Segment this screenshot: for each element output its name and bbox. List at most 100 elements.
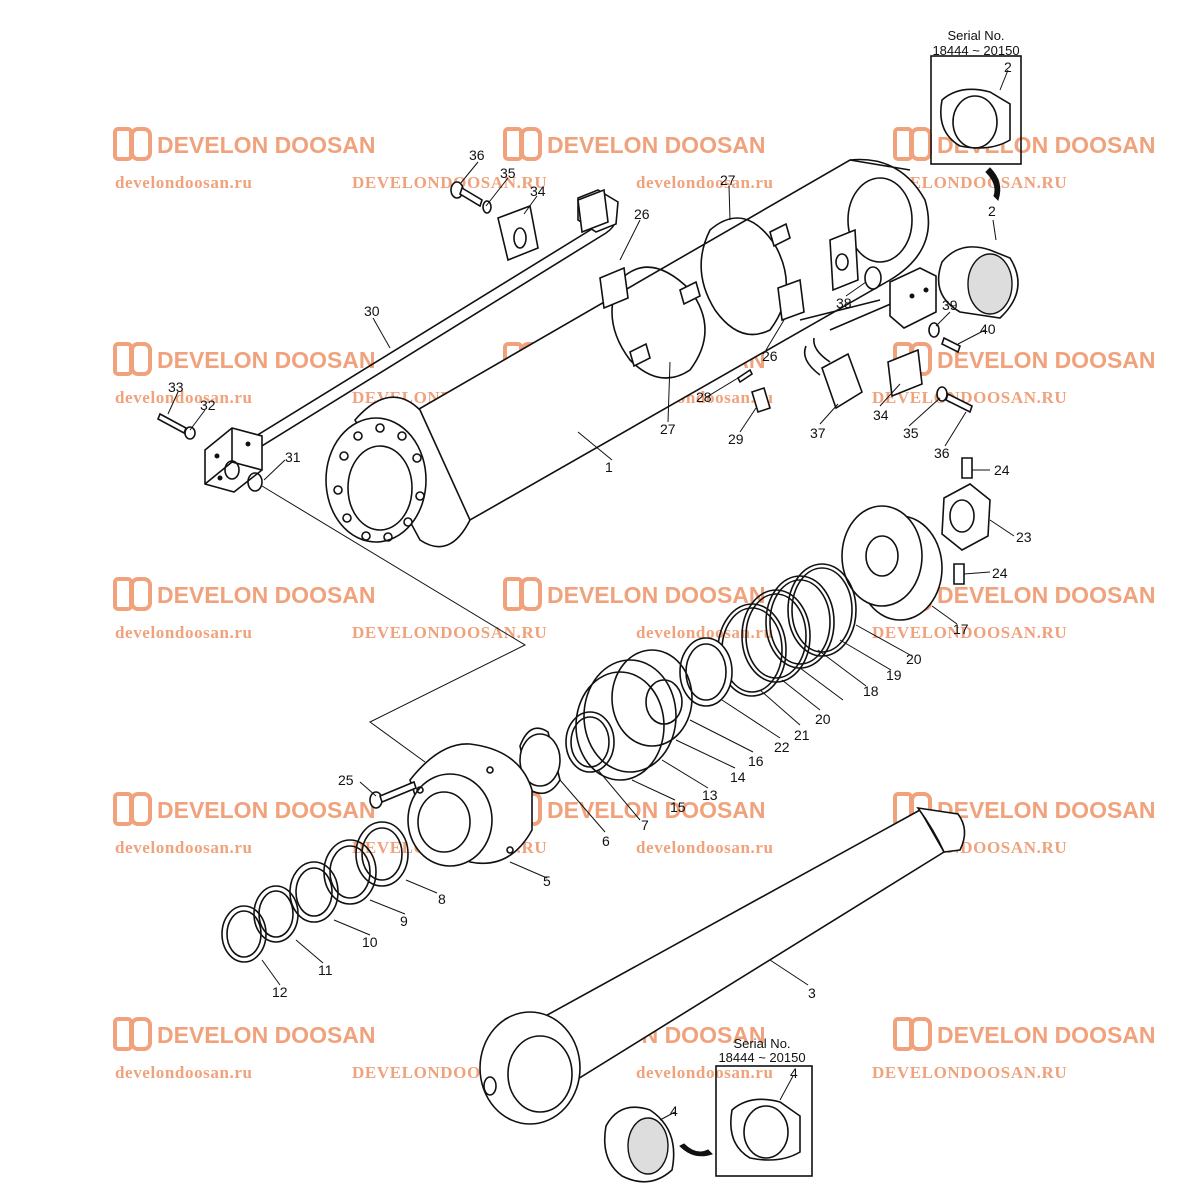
- serial-title-bottom: Serial No.: [733, 1036, 790, 1051]
- bolt-36-left: [450, 181, 492, 214]
- watermark-url: DEVELONDOOSAN.RU: [872, 623, 1067, 642]
- pin-28: [736, 368, 754, 384]
- serial-captions: Serial No. 18444 ~ 20150 Serial No. 1844…: [718, 28, 1019, 1065]
- callout-4: 4: [670, 1103, 678, 1119]
- bracket-top: [577, 188, 609, 234]
- oring-38: [864, 266, 882, 290]
- watermark-brand: DEVELON DOOSAN: [937, 347, 1156, 373]
- callout-6: 6: [602, 833, 610, 849]
- callout-24-top: 24: [994, 462, 1010, 478]
- callout-26-a: 26: [634, 206, 650, 222]
- callout-36-b: 36: [934, 445, 950, 461]
- callout-labels: 1 2 2 3 4 4 5 6 7 8 9 10 11 12 13 14 15 …: [168, 59, 1032, 1119]
- piston-17: [841, 505, 943, 621]
- watermark-url: develondoosan.ru: [115, 838, 253, 857]
- watermark-url: DEVELONDOOSAN.RU: [872, 1063, 1067, 1082]
- watermark-brand: DEVELON DOOSAN: [937, 1022, 1156, 1048]
- callout-7: 7: [641, 817, 649, 833]
- bolt-36-right: [945, 392, 973, 414]
- watermark-brand: DEVELON DOOSAN: [157, 797, 376, 823]
- callout-20-b: 20: [815, 711, 831, 727]
- callout-35-a: 35: [500, 165, 516, 181]
- block-26-a: [599, 266, 629, 310]
- ring-7: [565, 711, 615, 773]
- ring-20: [787, 563, 857, 657]
- watermark-logo: DEVELON DOOSAN: [113, 342, 376, 376]
- clamp-34-left: [497, 204, 539, 262]
- watermark-logo: DEVELON DOOSAN: [893, 342, 1156, 376]
- callout-40: 40: [980, 321, 996, 337]
- watermark-url: develondoosan.ru: [115, 1063, 253, 1082]
- callout-2: 2: [988, 203, 996, 219]
- setscrew-24-bottom: [953, 563, 965, 585]
- watermark-url: develondoosan.ru: [636, 1063, 774, 1082]
- watermark-url: DEVELONDOOSAN.RU: [872, 173, 1067, 192]
- callout-8: 8: [438, 891, 446, 907]
- clamp-34-right: [887, 348, 923, 398]
- callout-5: 5: [543, 873, 551, 889]
- callout-15: 15: [670, 799, 686, 815]
- clamp-27-a: [611, 266, 706, 379]
- callout-31: 31: [285, 449, 301, 465]
- piston-rod-3: [479, 806, 966, 1125]
- callout-22: 22: [774, 739, 790, 755]
- serial-range-bottom: 18444 ~ 20150: [718, 1050, 805, 1065]
- callout-27-a: 27: [720, 172, 736, 188]
- callout-32: 32: [200, 397, 216, 413]
- callout-29: 29: [728, 431, 744, 447]
- bushing-4: [603, 1106, 675, 1183]
- callout-35-b: 35: [903, 425, 919, 441]
- callout-39: 39: [942, 297, 958, 313]
- watermark-url: develondoosan.ru: [636, 838, 774, 857]
- washer-39: [928, 322, 940, 338]
- watermark-brand: DEVELON DOOSAN: [547, 797, 766, 823]
- watermark-url: develondoosan.ru: [115, 623, 253, 642]
- ring-22: [679, 637, 733, 707]
- callout-13: 13: [702, 787, 718, 803]
- seal-8: [355, 821, 409, 887]
- watermark-url: develondoosan.ru: [636, 173, 774, 192]
- callout-10: 10: [362, 934, 378, 950]
- bolt-25: [369, 780, 417, 809]
- callout-20-a: 20: [906, 651, 922, 667]
- block-26-b: [777, 278, 805, 322]
- serial-title-top: Serial No.: [947, 28, 1004, 43]
- callout-12: 12: [272, 984, 288, 1000]
- callout-1: 1: [605, 459, 613, 475]
- callout-18: 18: [863, 683, 879, 699]
- watermark-brand: DEVELON DOOSAN: [157, 582, 376, 608]
- watermark-url: develondoosan.ru: [115, 173, 253, 192]
- leader-lines: [167, 69, 1015, 1121]
- clamp-27-b: [700, 217, 791, 336]
- setscrew-24-top: [961, 457, 973, 479]
- watermark-logo: DEVELON DOOSAN: [503, 577, 766, 611]
- watermark-brand: DEVELON DOOSAN: [547, 132, 766, 158]
- serial-box-bottom: [715, 1065, 813, 1177]
- assembly-line: [261, 485, 527, 763]
- watermark-url: develondoosan.ru: [115, 388, 253, 407]
- bolt-33: [156, 412, 196, 440]
- watermark-logo: DEVELON DOOSAN: [113, 577, 376, 611]
- bolt-40: [941, 336, 961, 354]
- bushing-2: [937, 246, 1019, 319]
- fitting-29: [751, 386, 771, 414]
- flange-block-right: [889, 267, 937, 329]
- barrel-flange-holes: [333, 423, 425, 542]
- callout-36-a: 36: [469, 147, 485, 163]
- callout-34-b: 34: [873, 407, 889, 423]
- seal-12: [221, 905, 267, 963]
- watermark-url: DEVELONDOOSAN.RU: [352, 173, 547, 192]
- callout-24-bottom: 24: [992, 565, 1008, 581]
- tube-37: [799, 299, 901, 410]
- flange-block-left: [204, 427, 263, 493]
- callout-33: 33: [168, 379, 184, 395]
- callout-9: 9: [400, 913, 408, 929]
- watermark-logo: DEVELON DOOSAN: [893, 127, 1156, 161]
- watermark-logo: DEVELON DOOSAN: [893, 1017, 1156, 1051]
- callout-21: 21: [794, 727, 810, 743]
- watermark-brand: DEVELON DOOSAN: [157, 1022, 376, 1048]
- cylinder-barrel-1: [325, 158, 930, 548]
- callout-11: 11: [318, 962, 333, 978]
- watermark-brand: DEVELON DOOSAN: [937, 582, 1156, 608]
- arrow-bottom: [679, 1143, 713, 1157]
